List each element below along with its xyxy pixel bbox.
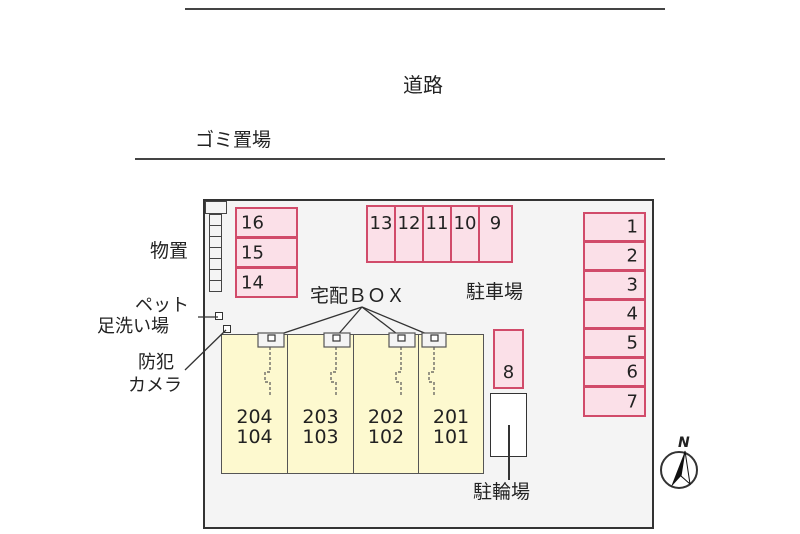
parking-space: 11 <box>422 205 452 263</box>
road-label: 道路 <box>403 73 443 97</box>
delivery-box-label: 宅配ＢＯＸ <box>310 285 406 307</box>
unit-number-upper: 202 <box>367 406 405 428</box>
unit-number-lower: 104 <box>236 425 273 448</box>
north-label: N <box>678 435 690 451</box>
parking-space: 14 <box>235 267 298 298</box>
pet-wash-label-line2: 足洗い場 <box>97 316 169 337</box>
camera-marker <box>223 325 231 333</box>
storage-unit <box>209 280 222 292</box>
storage-label: 物置 <box>150 240 189 262</box>
pet-wash-marker <box>215 312 223 320</box>
parking-space: 12 <box>394 205 424 263</box>
unit-number-upper: 201 <box>432 406 470 428</box>
parking-space: 7 <box>583 386 646 417</box>
bicycle-leader-line <box>508 425 510 480</box>
parking-label: 駐車場 <box>466 281 524 303</box>
unit-number-lower: 103 <box>302 425 339 448</box>
parking-space: 16 <box>235 207 298 238</box>
camera-label-line2: カメラ <box>128 375 182 396</box>
garbage-area <box>205 201 227 214</box>
parking-space: 6 <box>583 357 646 387</box>
garbage-label: ゴミ置場 <box>195 129 272 151</box>
road-edge-top <box>185 8 665 10</box>
unit-number-lower: 101 <box>432 425 470 448</box>
unit-number-lower: 102 <box>367 425 405 448</box>
parking-space: 9 <box>478 205 513 263</box>
unit-number-upper: 203 <box>302 406 339 428</box>
camera-label-line1: 防犯 <box>138 352 174 373</box>
bicycle-parking-label: 駐輪場 <box>473 481 531 503</box>
pet-wash-label-line1: ペット <box>135 295 189 316</box>
unit-number-upper: 204 <box>236 406 273 428</box>
parking-space: 3 <box>583 270 646 300</box>
parking-space: 8 <box>493 329 524 389</box>
road-edge-bottom <box>135 158 665 160</box>
